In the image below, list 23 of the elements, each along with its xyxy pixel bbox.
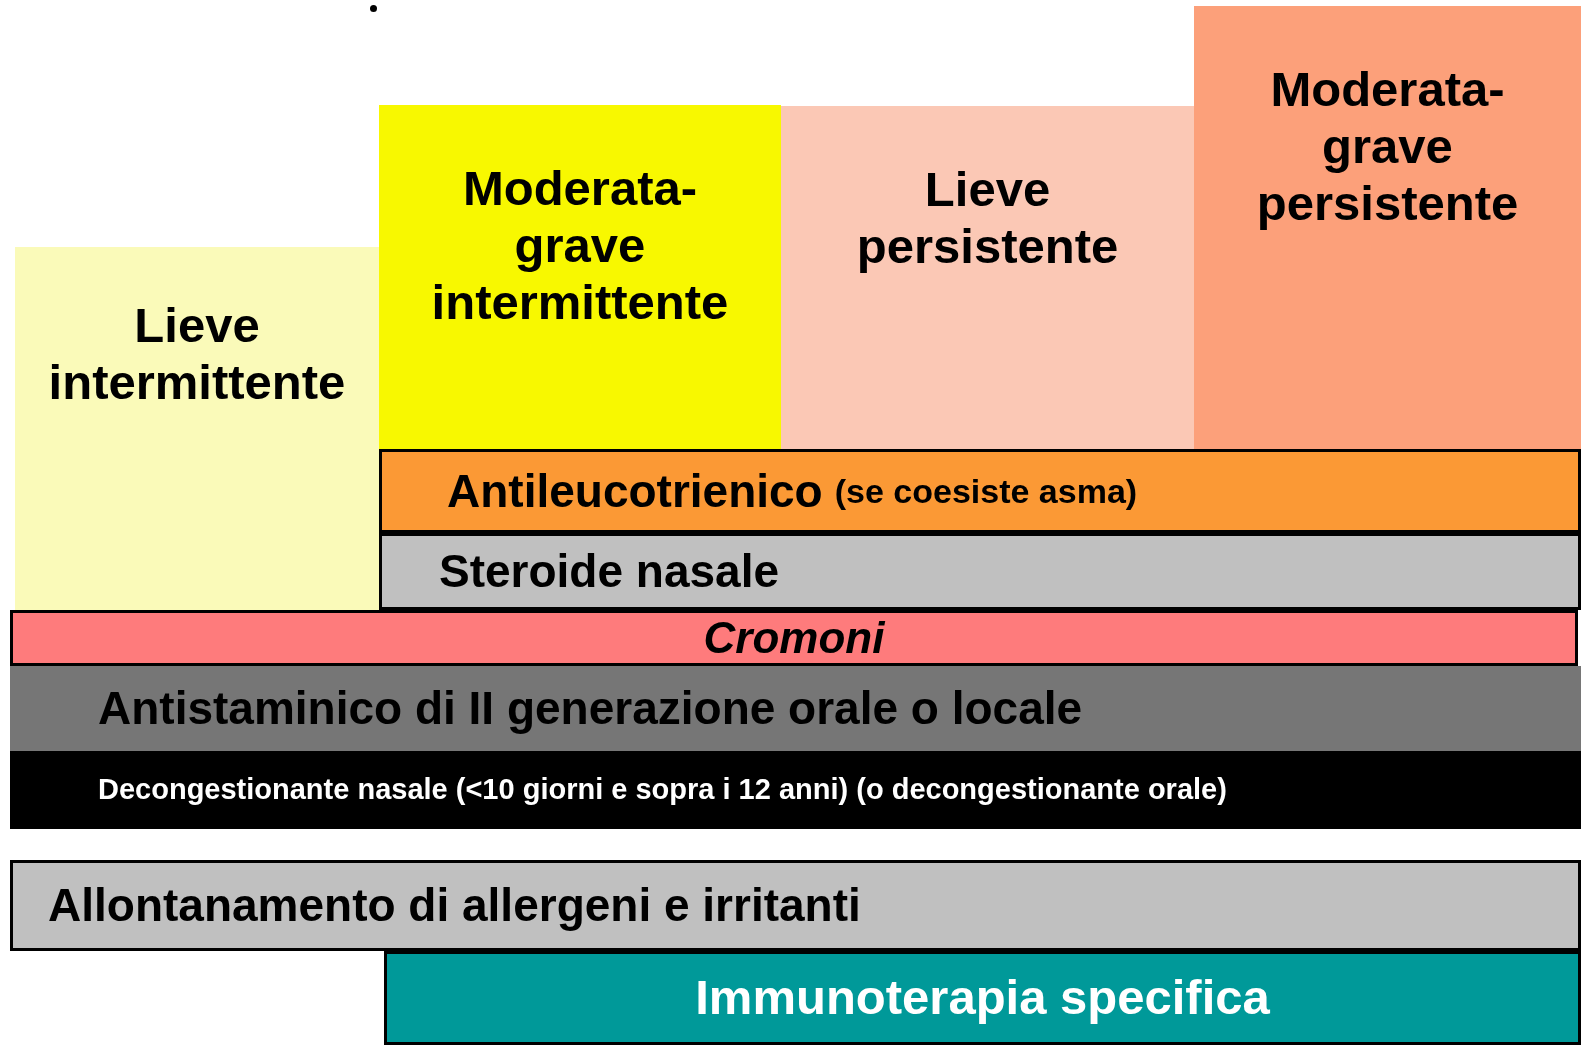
severity-column <box>1194 6 1581 449</box>
severity-label: Moderata-grave intermittente <box>430 160 730 331</box>
treatment-label: Cromoni <box>703 612 885 664</box>
treatment-bar <box>379 533 1581 610</box>
treatment-bar <box>10 860 1581 951</box>
severity-column <box>781 106 1194 449</box>
treatment-label: Steroide nasale <box>439 544 780 599</box>
treatment-label: Allontanamento di allergeni e irritanti <box>48 878 861 933</box>
treatment-label: Antistaminico di II generazione orale o locale <box>98 681 1083 736</box>
treatment-label: (se coesiste asma) <box>834 470 1138 512</box>
treatment-label: Immunoterapia specifica <box>695 969 1270 1027</box>
severity-column <box>15 247 379 610</box>
treatment-label: Decongestionante nasale (<10 giorni e sopra i 12 anni) (o decongestionante orale) <box>98 772 1227 808</box>
treatment-bar <box>10 666 1581 751</box>
severity-label: Lieve persistente <box>855 161 1120 275</box>
treatment-bar <box>379 449 1581 533</box>
treatment-label: Antileucotrienico <box>447 463 823 519</box>
treatment-bar <box>384 951 1581 1045</box>
severity-label: Moderata-grave persistente <box>1255 61 1520 232</box>
treatment-bar <box>10 610 1578 666</box>
treatment-bar <box>10 751 1581 829</box>
severity-column <box>379 105 781 449</box>
severity-label: Lieve intermittente <box>47 297 347 411</box>
